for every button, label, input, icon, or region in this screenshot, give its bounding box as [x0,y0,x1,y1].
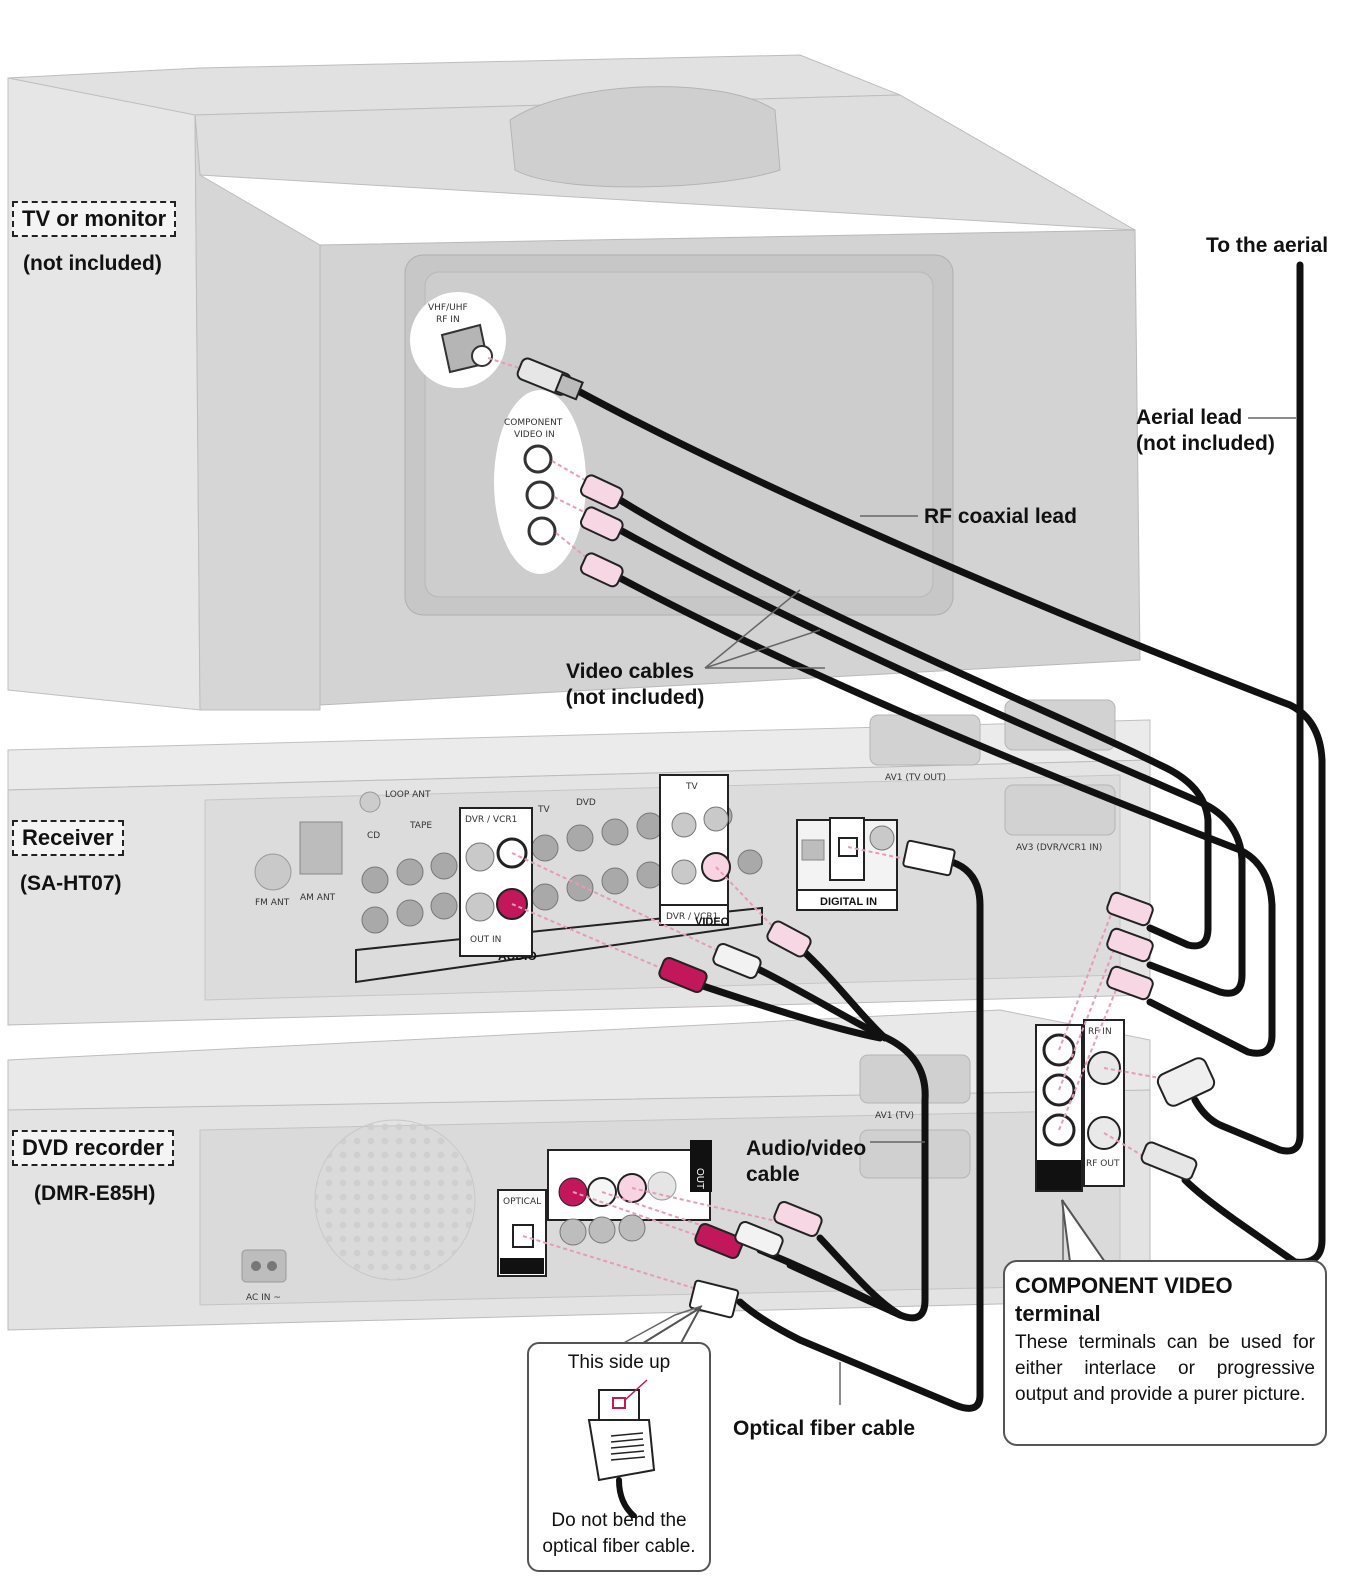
optical-callout: This side up Do not bend the optical fib… [527,1342,711,1572]
cables [576,261,1326,1412]
av-cable-white [756,966,929,1322]
video-cable-3 [616,574,1276,1057]
component-callout-title-2: terminal [1015,1301,1101,1326]
dvd-label: DVD recorder [12,1130,174,1166]
optical-cable-label: Optical fiber cable [733,1417,916,1440]
plugs [516,357,1216,1319]
video-cables-sublabel: (not included) [565,686,705,709]
tv-label: TV or monitor [12,201,177,237]
aerial-lead-sublabel: (not included) [1136,432,1275,455]
svg-text:VIDEO: VIDEO [695,916,730,928]
component-in-label-1: COMPONENT [504,418,563,428]
svg-text:LOOP ANT: LOOP ANT [385,790,431,800]
component-callout-title: COMPONENT VIDEO [1015,1273,1233,1298]
svg-text:RF OUT: RF OUT [1086,1159,1120,1169]
rf-coaxial-label: RF coaxial lead [924,505,1077,528]
receiver-sublabel: (SA-HT07) [20,872,122,895]
svg-text:AV1 (TV OUT): AV1 (TV OUT) [885,773,946,783]
receiver-scart-av1 [869,714,981,766]
receiver-label: Receiver [12,820,124,856]
svg-text:CD: CD [367,831,380,841]
svg-text:OUT IN: OUT IN [470,935,501,945]
video-cables-label: Video cables [565,660,694,683]
svg-text:AV3 (DVR/VCR1 IN): AV3 (DVR/VCR1 IN) [1016,843,1102,853]
svg-text:DVD: DVD [576,798,596,808]
svg-text:FM ANT: FM ANT [255,898,290,908]
svg-text:TV: TV [685,782,698,792]
tv-sublabel: (not included) [23,252,162,275]
optical-callout-bottom: Do not bend the [551,1510,687,1531]
component-callout-body: These terminals can be used for either i… [1015,1332,1315,1405]
svg-text:AM ANT: AM ANT [300,893,336,903]
aerial-destination-label: To the aerial [1206,234,1329,257]
optical-fiber-cable [736,858,984,1412]
vhf-label-1: VHF/UHF [428,303,468,313]
rf-coaxial-cable [576,388,1326,1266]
svg-text:AV1 (TV): AV1 (TV) [875,1111,914,1121]
svg-text:TV: TV [537,805,550,815]
dvd-recorder: AC IN ~ AV1 (TV) OUT OPTICAL RF IN RF OU… [7,1009,1151,1331]
av-cable-yellow [796,944,889,1042]
dvd-scart-av2 [859,1129,971,1179]
video-cable-2 [616,526,1246,997]
receiver-audio-panel [355,906,763,984]
ac-in-socket [241,1249,287,1283]
dvd-rf-panel [1083,1019,1125,1187]
svg-text:AC IN ~: AC IN ~ [246,1293,281,1303]
receiver: AV1 (TV OUT) AV3 (DVR/VCR1 IN) LOOP ANT … [7,699,1151,1026]
optical-callout-bottom-2: optical fiber cable. [542,1536,696,1557]
svg-text:DVR / VCR1: DVR / VCR1 [465,815,517,825]
component-video-callout: COMPONENT VIDEO terminal These terminals… [1003,1260,1327,1446]
receiver-dvr-vcr1-panel [459,807,533,957]
svg-text:OUT: OUT [694,1168,705,1189]
optical-callout-top: This side up [567,1352,671,1373]
leader-lines [619,417,1296,1405]
receiver-scart-av3 [1004,784,1116,836]
svg-text:TAPE: TAPE [409,821,432,831]
vhf-label-2: RF IN [436,315,460,325]
dvd-sublabel: (DMR-E85H) [34,1182,156,1205]
svg-text:OPTICAL: OPTICAL [503,1197,541,1207]
av-cable-sublabel: cable [746,1163,800,1186]
dvd-scart-av1 [859,1054,971,1104]
receiver-video-panel [659,774,729,926]
fan-grille [314,1119,476,1281]
av-cable-label: Audio/video [746,1137,867,1160]
guide-lines [487,357,1161,1291]
aerial-lead-cable [1191,261,1304,1155]
aerial-lead-label: Aerial lead [1136,406,1243,429]
optical-plug-illustration [587,1379,656,1518]
video-cable-1 [616,496,1212,950]
svg-text:DVR / VCR1: DVR / VCR1 [666,912,718,922]
av-cable-red [696,981,884,1042]
svg-text:DIGITAL IN: DIGITAL IN [820,896,877,908]
component-in-label-2: VIDEO IN [514,430,555,440]
